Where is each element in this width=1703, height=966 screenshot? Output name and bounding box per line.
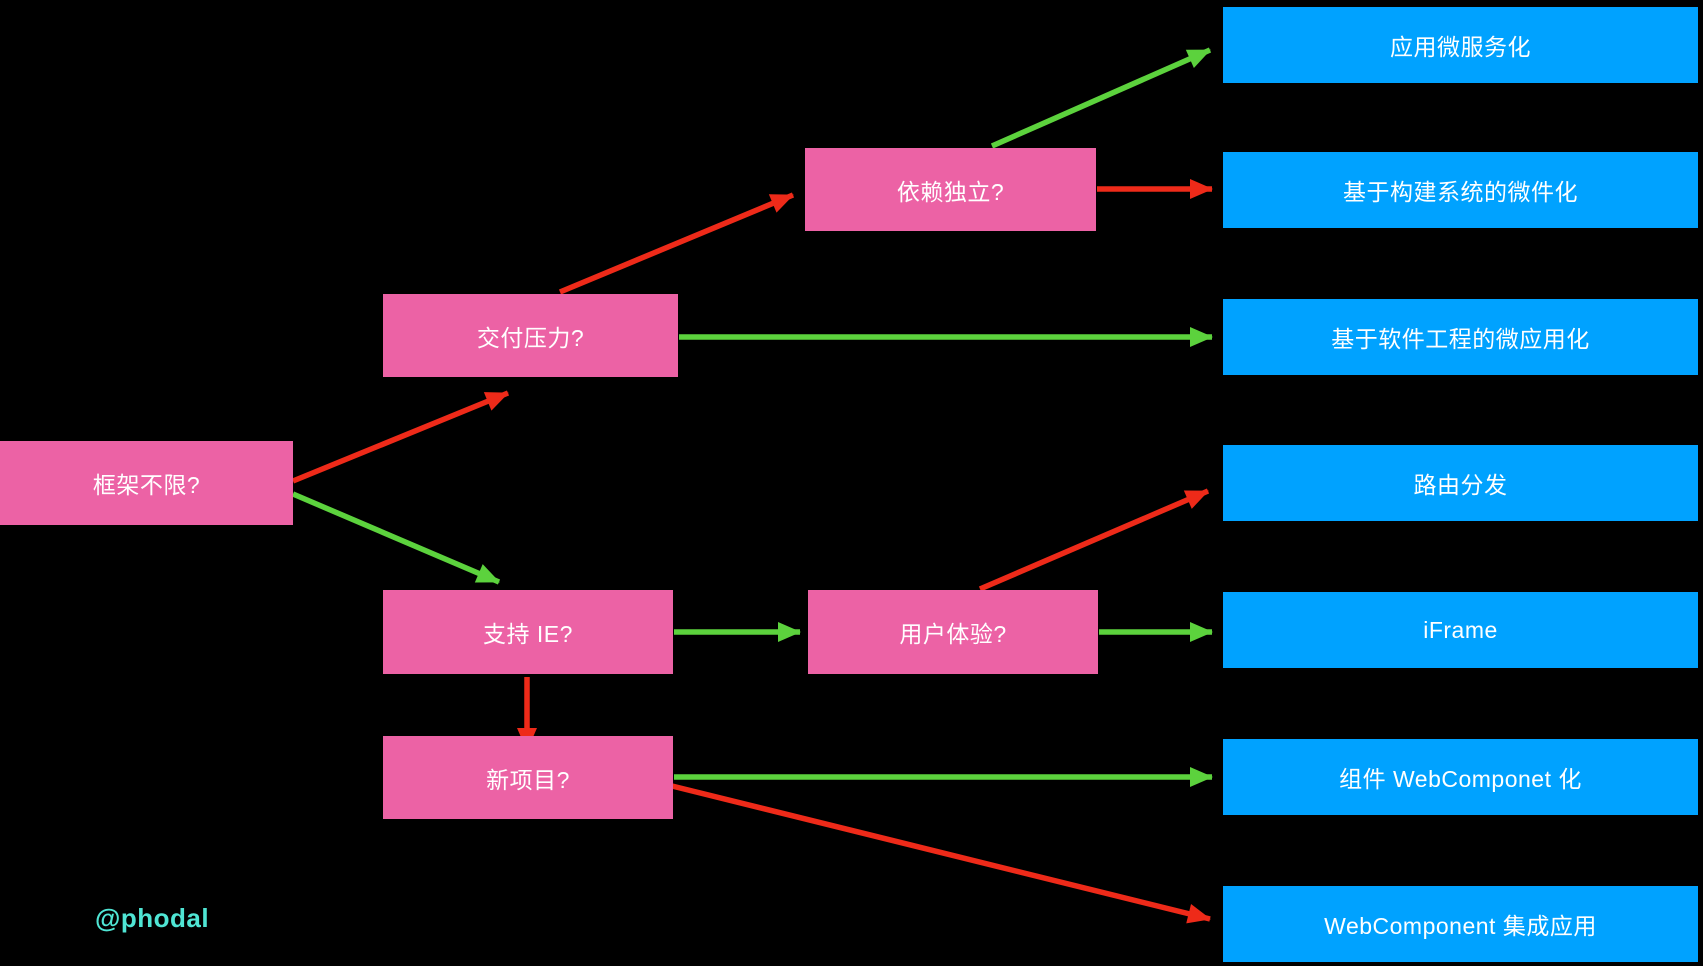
decision-label: 交付压力?: [476, 324, 585, 351]
decision-frameworks-agnostic: 框架不限?: [0, 441, 293, 525]
decision-label: 用户体验?: [899, 621, 1007, 647]
edge-ux-to-routing: [978, 488, 1210, 592]
outcome-webcomponent-components: 组件 WebComponet 化: [1223, 739, 1698, 815]
outcome-label: 应用微服务化: [1390, 34, 1531, 60]
edge-delivery-to-independent: [558, 192, 795, 295]
decision-support-ie: 支持 IE?: [383, 590, 673, 674]
edge-frameworks-to-delivery: [291, 390, 510, 484]
outcome-build-system-widgets: 基于构建系统的微件化: [1223, 152, 1698, 228]
outcome-label: 路由分发: [1413, 472, 1508, 498]
decision-new-project: 新项目?: [383, 736, 673, 819]
decision-delivery-pressure: 交付压力?: [383, 294, 678, 377]
author-credit: @phodal: [95, 903, 210, 933]
outcome-webcomponent-integration: WebComponent 集成应用: [1223, 886, 1698, 962]
outcome-label: 基于构建系统的微件化: [1343, 179, 1578, 205]
decision-label: 框架不限?: [92, 472, 201, 498]
decision-label: 支持 IE?: [483, 621, 573, 647]
edge-independent-to-microservice: [990, 47, 1212, 149]
outcome-iframe: iFrame: [1223, 592, 1698, 668]
decision-dependency-independent: 依赖独立?: [805, 148, 1096, 231]
decision-label: 新项目?: [486, 766, 570, 793]
decision-label: 依赖独立?: [896, 178, 1005, 205]
outcome-software-engineering-microapps: 基于软件工程的微应用化: [1223, 299, 1698, 375]
outcome-label: iFrame: [1423, 616, 1498, 643]
decision-user-experience: 用户体验?: [808, 590, 1098, 674]
outcome-route-distribution: 路由分发: [1223, 445, 1698, 521]
edge-frameworks-to-support-ie: [291, 491, 501, 585]
outcome-label: 组件 WebComponet 化: [1339, 766, 1582, 792]
outcome-app-microservices: 应用微服务化: [1223, 7, 1698, 83]
edge-newproject-to-integration: [671, 783, 1211, 924]
outcome-label: WebComponent 集成应用: [1324, 913, 1597, 939]
outcome-label: 基于软件工程的微应用化: [1331, 326, 1590, 352]
